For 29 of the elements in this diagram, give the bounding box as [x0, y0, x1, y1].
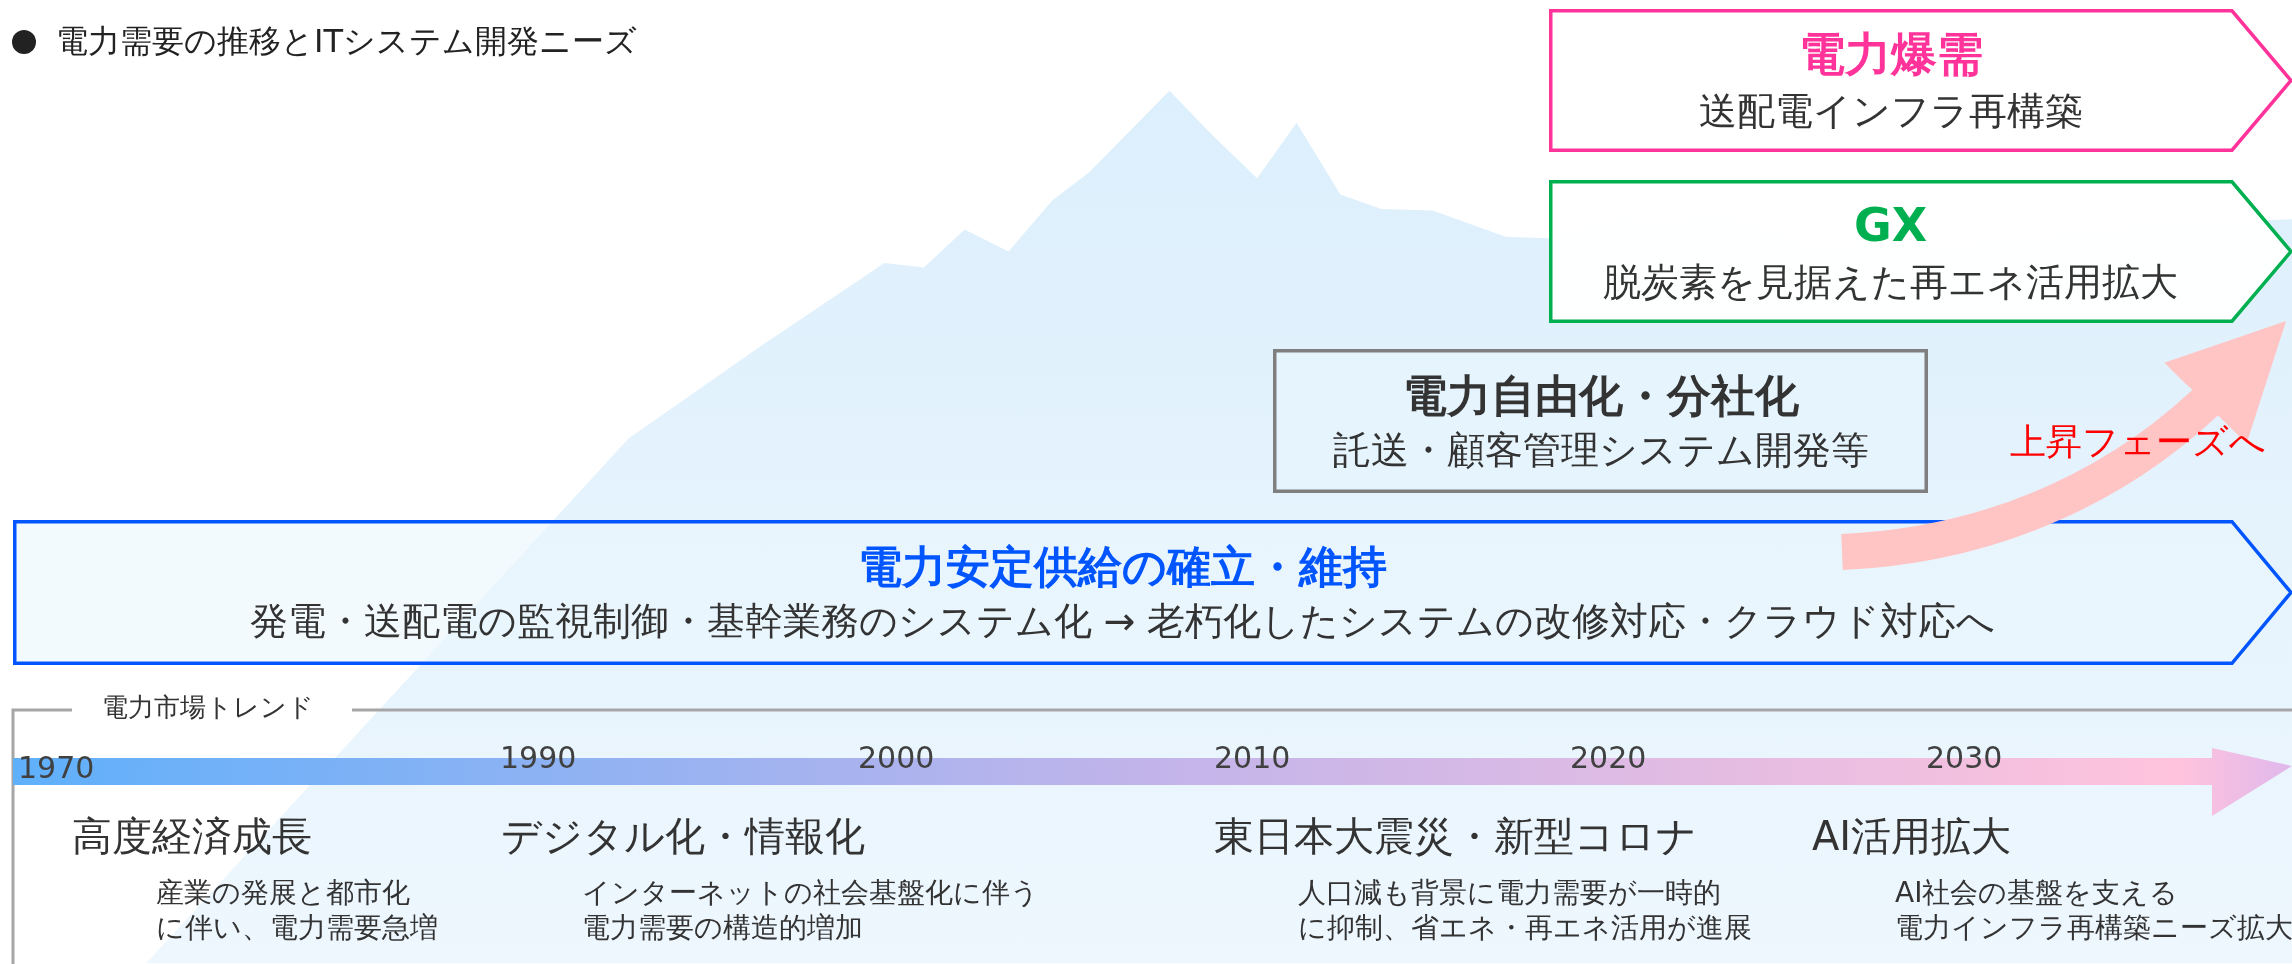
era-heading: AI活用拡大	[1812, 812, 2012, 860]
box-heading: 電力爆需	[1798, 26, 1983, 83]
year-label: 2010	[1214, 740, 1291, 776]
diagram-title: 電力需要の推移とITシステム開発ニーズ	[56, 22, 637, 61]
era-description: 電力需要の構造的増加	[582, 911, 863, 945]
year-label: 2020	[1570, 740, 1647, 776]
year-label: 1970	[18, 750, 95, 786]
era-heading: 東日本大震災・新型コロナ	[1214, 812, 1697, 860]
arrow	[1840, 322, 2289, 570]
era-description: に抑制、省エネ・再エネ活用が進展	[1298, 911, 1752, 945]
year-label: 1990	[500, 740, 577, 776]
era-description: に伴い、電力需要急増	[156, 911, 438, 945]
era-description: AI社会の基盤を支える	[1895, 876, 2179, 910]
year-label: 2000	[858, 740, 935, 776]
box-description: 送配電インフラ再構築	[1698, 87, 2083, 135]
year-label: 2030	[1926, 740, 2003, 776]
box-heading: 電力自由化・分社化	[1402, 368, 1799, 423]
box-heading: GX	[1853, 197, 1928, 254]
era-description: インターネットの社会基盤化に伴う	[582, 876, 1039, 910]
era-heading: 高度経済成長	[72, 812, 312, 860]
era-description: 人口減も背景に電力需要が一時的	[1298, 876, 1721, 910]
edge-label: 上昇フェーズへ	[2010, 420, 2266, 464]
box-description: 託送・顧客管理システム開発等	[1332, 426, 1869, 474]
box-heading: 電力安定供給の確立・維持	[858, 540, 1387, 595]
era-heading: デジタル化・情報化	[501, 812, 865, 860]
box-description: 脱炭素を見据えた再エネ活用拡大	[1603, 258, 2178, 306]
era-description: 電力インフラ再構築ニーズ拡大	[1895, 911, 2292, 945]
era-description: 産業の発展と都市化	[156, 876, 410, 910]
box-description: 発電・送配電の監視制御・基幹業務のシステム化 → 老朽化したシステムの改修対応・クラウド対応へ	[249, 598, 1996, 646]
